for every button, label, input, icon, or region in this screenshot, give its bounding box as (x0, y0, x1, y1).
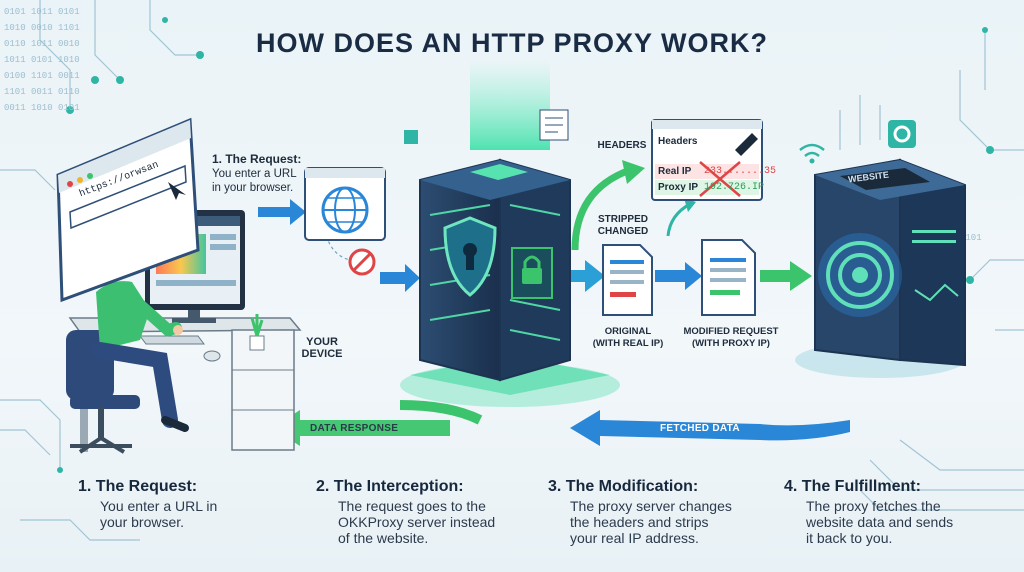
real-ip-label: Real IP (658, 166, 692, 177)
stripped-label: STRIPPED (597, 214, 648, 225)
step-1-heading: 1. The Request: (78, 478, 198, 495)
your-device-line2: DEVICE (301, 348, 343, 360)
your-device-label: YOUR DEVICE (292, 336, 352, 360)
svg-text:1010 0010 1101: 1010 0010 1101 (4, 23, 80, 33)
original-document (602, 244, 653, 316)
modified-label: MODIFIED REQUEST (WITH PROXY IP) (676, 326, 786, 350)
globe-window (304, 167, 386, 241)
svg-text:0101: 0101 (960, 233, 982, 243)
page-title: HOW DOES AN HTTP PROXY WORK? (255, 28, 769, 58)
request-arrow (258, 199, 306, 225)
modified-document (701, 239, 756, 316)
svg-text:1011 0101 1010: 1011 0101 1010 (4, 55, 80, 65)
step-4-line1: The proxy fetches the (806, 498, 941, 514)
data-response-label: DATA RESPONSE (310, 423, 399, 434)
original-label: ORIGINAL (WITH REAL IP) (578, 326, 678, 350)
proxy-server (400, 60, 620, 407)
proxy-ip-label: Proxy IP (658, 182, 699, 193)
callout-request: 1. The Request: You enter a URL in your … (212, 152, 322, 195)
modified-line1: MODIFIED REQUEST (683, 326, 779, 337)
svg-text:0011 1010 0101: 0011 1010 0101 (4, 103, 80, 113)
fetched-data-label: FETCHED DATA (660, 423, 740, 434)
step-3-line2: the headers and strips (570, 514, 709, 530)
changed-label: CHANGED (597, 226, 649, 237)
website-server (795, 158, 966, 378)
modified-line2: (WITH PROXY IP) (692, 338, 770, 349)
step-4-line3: it back to you. (806, 530, 893, 546)
step-2-line1: The request goes to the (338, 498, 486, 514)
headers-label: HEADERS (597, 140, 647, 151)
step-3: 3. The Modification: The proxy server ch… (548, 478, 788, 546)
callout-line2: in your browser. (212, 182, 294, 194)
svg-text:0110 1011 0010: 0110 1011 0010 (4, 39, 80, 49)
step-2-line2: OKKProxy server instead (338, 514, 496, 530)
original-line1: ORIGINAL (604, 326, 652, 337)
callout-line1: You enter a URL (212, 168, 297, 180)
svg-text:1101 0011 0110: 1101 0011 0110 (4, 87, 80, 97)
headers-panel-title: Headers (658, 136, 698, 147)
step-2-heading: 2. The Interception: (316, 478, 464, 495)
step-4-heading: 4. The Fulfillment: (784, 478, 921, 495)
headers-panel-art (651, 119, 763, 201)
real-ip-value: 233.......35 (704, 166, 777, 177)
proxy-ip-value: 192.726.IP (704, 182, 765, 193)
step-3-line3: your real IP address. (570, 530, 699, 546)
step-1-line2: your browser. (100, 514, 185, 530)
callout-heading: 1. The Request: (212, 152, 302, 166)
browser-window (56, 117, 200, 303)
step-1-line1: You enter a URL in (100, 498, 218, 514)
step-3-heading: 3. The Modification: (548, 478, 699, 495)
original-line2: (WITH REAL IP) (592, 338, 664, 349)
step-2-line3: of the website. (338, 530, 429, 546)
step-3-line1: The proxy server changes (570, 498, 732, 514)
your-device-line1: YOUR (306, 336, 338, 348)
step-4-line2: website data and sends (806, 514, 954, 530)
step-2: 2. The Interception: The request goes to… (316, 478, 556, 546)
svg-text:0100 1101 0011: 0100 1101 0011 (4, 71, 80, 81)
step-4: 4. The Fulfillment: The proxy fetches th… (784, 478, 1024, 546)
svg-text:0101 1011 0101: 0101 1011 0101 (4, 7, 80, 17)
